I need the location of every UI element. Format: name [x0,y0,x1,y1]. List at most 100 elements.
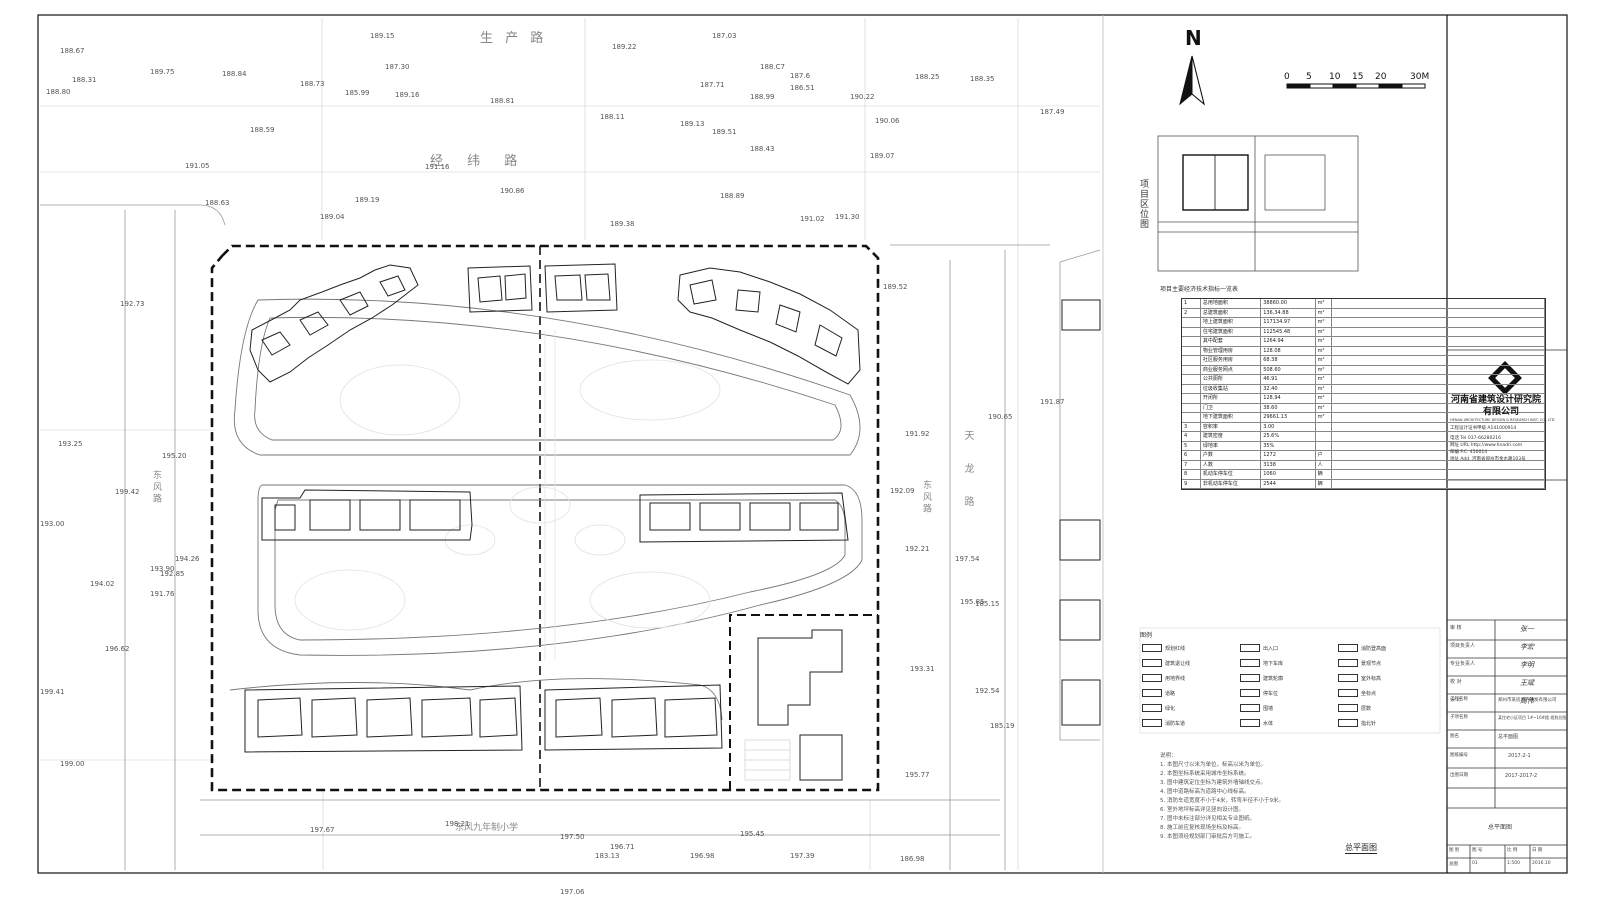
table-cell [1332,299,1546,308]
elevation-label: 188.67 [60,47,85,55]
table-cell: 地下建筑面积 [1201,413,1262,422]
legend-label: 坐标点 [1361,690,1377,697]
table-cell: m² [1316,299,1333,308]
zip-value: 450014 [1469,450,1488,455]
table-cell: 总建筑面积 [1201,308,1262,317]
elevation-label: 197.54 [955,555,980,563]
legend-label: 室外标高 [1361,675,1382,682]
table-cell: 绿地率 [1201,441,1262,450]
elevation-label: 191.92 [905,430,930,438]
table-cell [1332,394,1546,403]
legend-item: 建筑退让线 [1142,659,1190,667]
elevation-label: 186.51 [790,84,815,92]
legend-label: 指北针 [1361,720,1377,727]
elevation-label: 188.11 [600,113,625,121]
legend-label: 围墙 [1263,705,1274,712]
issue-date-label: 出图日期 [1450,773,1468,778]
sheet-border [37,14,1568,874]
elevation-label: 195.20 [162,452,187,460]
legend-label: 出入口 [1263,645,1279,652]
note-line: 2. 本图坐标系统采用城市坐标系统。 [1160,771,1250,777]
project-label: 工程名称 [1450,697,1468,702]
table-cell: 5 [1182,441,1201,450]
role-label: 校 对 [1450,679,1462,685]
road-edges [40,204,1101,870]
table-cell: m² [1316,413,1333,422]
elevation-label: 188.81 [490,97,515,105]
table-cell: m² [1316,337,1333,346]
table-cell [1182,365,1201,374]
elevation-label: 192.21 [905,545,930,553]
table-cell: 1272 [1261,451,1316,460]
table-cell: 29661.13 [1261,413,1316,422]
north-arrow-icon [1179,55,1205,106]
elevation-label: 197.67 [310,826,335,834]
scale-tick-label: 15 [1352,72,1364,82]
elevation-label: 185.19 [990,722,1015,730]
table-cell: 开闭所 [1201,394,1262,403]
table-cell: 136,34.88 [1261,308,1316,317]
zip-label: 邮编 P.C. [1450,450,1469,455]
elevation-label: 187.71 [700,81,725,89]
table-cell: m² [1316,356,1333,365]
elevation-label: 191.76 [150,590,175,598]
location-map-label: 项目区位图 [1140,180,1150,230]
table-cell [1332,375,1546,384]
elevation-label: 187.30 [385,63,410,71]
table-cell: 建筑密度 [1201,432,1262,441]
table-cell: 物业管理用房 [1201,346,1262,355]
footer-value: 1:500 [1507,861,1520,866]
table-title: 项目主要经济技术指标一览表 [1160,286,1239,293]
legend-swatch [1338,719,1358,727]
school-parcel-boundary [729,614,878,790]
legend-item: 道路 [1142,689,1175,697]
phone-value: 037-66280216 [1467,436,1501,441]
elevation-label: 198.21 [445,820,470,828]
elevation-label: 190.22 [850,93,875,101]
table-cell: 3.00 [1261,422,1316,431]
table-cell [1332,470,1546,479]
table-cell: 其中配套 [1201,337,1262,346]
elevation-label: 187.49 [1040,108,1065,116]
table-cell: 总用地面积 [1201,299,1262,308]
table-cell: 25.6% [1261,432,1316,441]
footer-label: 日 期 [1532,848,1543,853]
table-cell: 公共厕所 [1201,375,1262,384]
table-cell: 3138 [1261,460,1316,469]
elevation-label: 197.50 [560,833,585,841]
table-cell: 35% [1261,441,1316,450]
table-cell: m² [1316,365,1333,374]
table-cell [1332,318,1546,327]
design-notes: 说明： 1. 本图尺寸以米为单位，标高以米为单位。2. 本图坐标系统采用城市坐标… [1160,752,1420,842]
table-cell: 2544 [1261,479,1316,488]
elevation-label: 189.19 [355,196,380,204]
elevation-label: 188.89 [720,192,745,200]
legend-item: 消防车道 [1142,719,1185,727]
elevation-label: 189.13 [680,120,705,128]
notes-title: 说明： [1160,753,1177,759]
elevation-label: 183.13 [595,852,620,860]
note-line: 8. 施工前应复核现场坐标及标高。 [1160,825,1244,831]
legend-label: 建筑轮廓 [1263,675,1284,682]
elevation-label: 189.16 [395,91,420,99]
table-cell: m² [1316,308,1333,317]
legend-swatch [1338,644,1358,652]
note-line: 7. 图中未标注部分详见相关专业图纸。 [1160,816,1255,822]
addr-label: 地址 Add. [1450,457,1471,462]
note-line: 6. 室外地坪标高详见竖向设计图。 [1160,807,1244,813]
role-label: 项目负责人 [1450,643,1476,649]
note-line: 4. 图中道路标高为道路中心线标高。 [1160,789,1250,795]
road-name-label: 天 龙 路 [962,430,973,517]
legend-swatch [1142,704,1162,712]
legend-swatch [1240,644,1260,652]
legend-item: 层数 [1338,704,1371,712]
elevation-label: 196.62 [105,645,130,653]
legend-swatch [1142,719,1162,727]
table-cell [1332,479,1546,488]
table-cell [1332,346,1546,355]
footer-label: 图 号 [1472,848,1483,853]
landscape-features [294,330,721,660]
drawing-name-label: 总平面图 [1345,843,1377,854]
